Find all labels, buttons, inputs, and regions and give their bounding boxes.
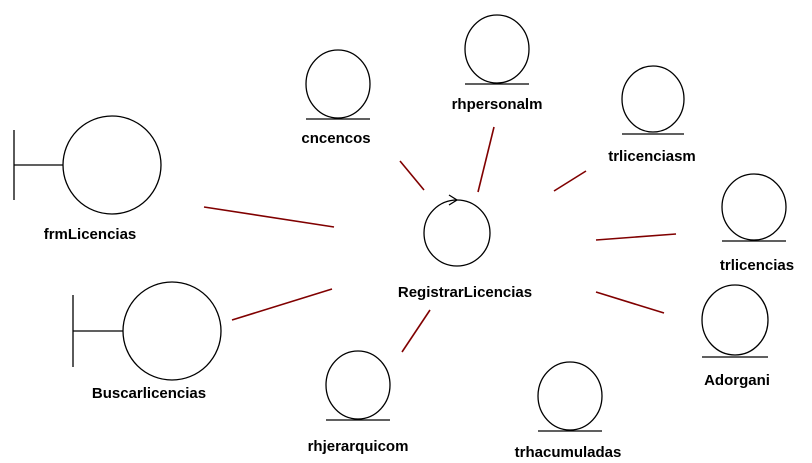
link-adorgani[interactable] [595,291,665,314]
link-buscarlicencias[interactable] [231,288,333,321]
entity-trhacumuladas[interactable]: trhacumuladas [515,361,622,461]
control-icon [423,194,491,267]
entity-rhpersonalm[interactable]: rhpersonalm [452,14,543,113]
boundary-icon [13,115,162,215]
entity-label: trhacumuladas [515,444,622,461]
entity-label: Adorgani [704,372,770,389]
entity-trlicencias[interactable]: trlicencias [720,173,794,274]
entity-label: trlicencias [720,257,794,274]
entity-rhjerarquicom[interactable]: rhjerarquicom [308,350,409,455]
entity-icon [701,284,769,358]
control-label: RegistrarLicencias [398,284,532,301]
boundary-icon [72,281,222,381]
entity-cncencos[interactable]: cncencos [301,49,371,147]
entity-icon [537,361,603,432]
boundary-label: frmLicencias [44,226,137,243]
entity-label: trlicenciasm [608,148,696,165]
association-links [203,126,677,353]
entity-label: rhjerarquicom [308,438,409,455]
entity-adorgani[interactable]: Adorgani [701,284,770,389]
link-rhpersonalm[interactable] [477,126,495,193]
entity-label: cncencos [301,130,370,147]
entity-trlicenciasm[interactable]: trlicenciasm [608,65,696,165]
control-registrarlicencias[interactable]: RegistrarLicencias [398,194,532,301]
entity-icon [621,65,685,135]
entity-icon [325,350,391,421]
link-trlicencias[interactable] [595,233,677,241]
boundary-frmlicencias[interactable]: frmLicencias [13,115,162,243]
entity-icon [721,173,787,242]
link-trlicenciasm[interactable] [553,170,587,192]
entity-icon [464,14,530,85]
link-cncencos[interactable] [399,160,425,191]
link-rhjerarquicom[interactable] [401,309,431,353]
entity-label: rhpersonalm [452,96,543,113]
boundary-label: Buscarlicencias [92,385,206,402]
link-frmlicencias[interactable] [203,206,335,228]
entity-icon [305,49,371,120]
boundary-buscarlicencias[interactable]: Buscarlicencias [72,281,222,402]
